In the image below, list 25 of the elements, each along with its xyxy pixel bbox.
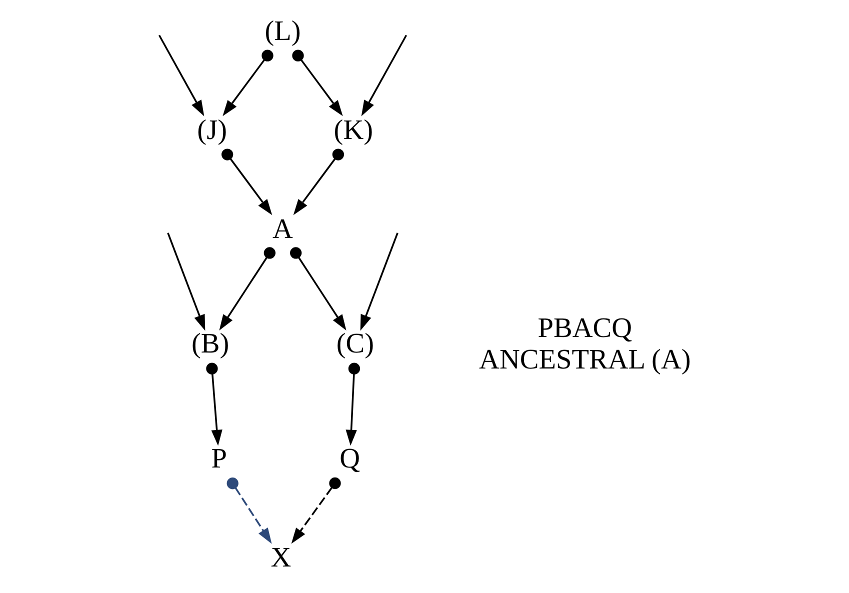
node-text: (B) xyxy=(190,328,229,360)
arrow xyxy=(292,148,344,216)
node-text: (L) xyxy=(264,16,300,47)
arrow xyxy=(226,478,272,544)
arrow xyxy=(360,232,398,331)
node-text: (C) xyxy=(336,328,374,360)
node-text: X xyxy=(270,542,291,574)
arrow xyxy=(222,50,273,116)
arrow xyxy=(345,362,360,446)
node-text: A xyxy=(272,214,292,245)
arrow xyxy=(218,247,276,331)
node-text: P xyxy=(210,444,227,475)
arrow xyxy=(221,148,272,216)
arrow xyxy=(292,50,342,116)
arrow xyxy=(290,477,340,544)
arrow xyxy=(166,232,205,331)
arrow xyxy=(206,362,222,446)
node-text: (J) xyxy=(196,114,226,146)
arrow xyxy=(360,34,407,116)
arrow xyxy=(290,247,346,331)
node-text: (K) xyxy=(333,114,373,146)
label: PBACQ xyxy=(537,312,632,344)
arrow xyxy=(158,34,204,116)
node-text: Q xyxy=(339,444,360,475)
label: ANCESTRAL (A) xyxy=(478,344,690,376)
